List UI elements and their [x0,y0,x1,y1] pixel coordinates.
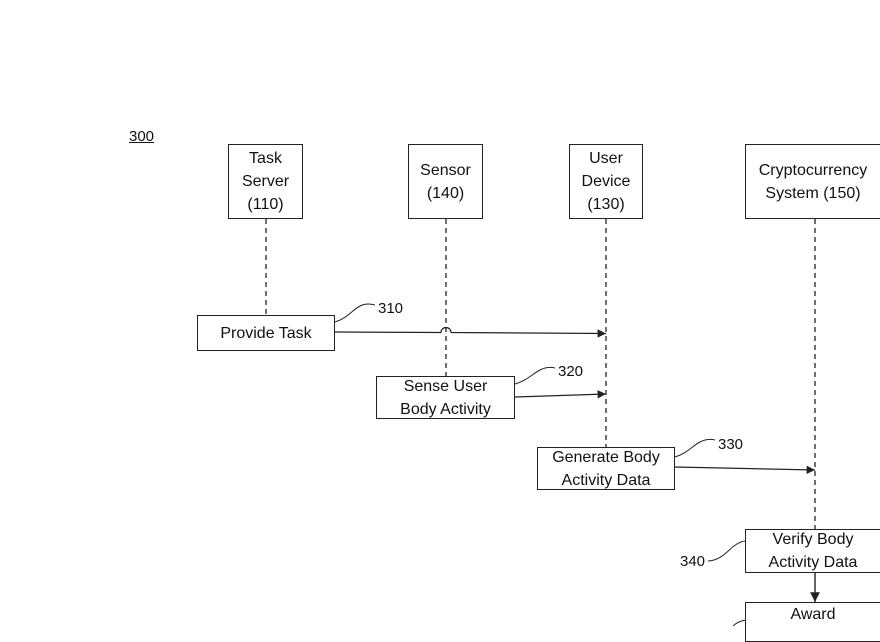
entity-label: (130) [587,196,625,213]
step-label: Sense User [403,377,488,395]
ref-330: 330 [718,436,744,453]
entity-sensor: Sensor (140) [408,144,483,219]
ref-340: 340 [680,553,706,570]
entity-label: Server [241,173,290,190]
leader-330 [674,438,716,458]
step-provide-task: Provide Task [197,315,335,351]
step-label: Verify Body [772,531,854,548]
step-label: Activity Data [561,471,651,489]
step-label: Activity Data [768,554,858,571]
leader-320 [514,366,556,385]
step-award: Award [745,602,880,642]
entity-label: Task [249,150,282,167]
figure-number-label: 300 [129,128,155,145]
leader-award [732,619,747,626]
sequence-diagram-connectors [265,219,820,626]
step-label: Body Activity [400,400,491,418]
entity-task-server: Task Server (110) [228,144,303,219]
step-label: Provide Task [220,324,312,342]
leader-340 [707,540,747,562]
entity-label: (140) [426,184,465,202]
step-verify-body-activity-data: Verify Body Activity Data [745,529,880,573]
step-label: Award [790,606,836,623]
ref-310: 310 [378,300,404,317]
entity-label: User [589,150,623,167]
entity-user-device: User Device (130) [569,144,643,219]
leader-310 [334,303,376,323]
step-label: Generate Body [552,448,660,466]
entity-label: System (150) [765,184,861,202]
entity-label: Device [581,173,631,190]
step-generate-body-activity-data: Generate Body Activity Data [537,447,675,490]
ref-320: 320 [558,363,584,380]
entity-label: Cryptocurrency [758,161,868,179]
entity-label: (110) [247,196,284,213]
step-sense-user-body-activity: Sense User Body Activity [376,376,515,419]
entity-label: Sensor [420,161,471,179]
entity-cryptocurrency-system: Cryptocurrency System (150) [745,144,880,219]
arrow-activity-data-to-crypto-system [674,465,816,475]
arrow-provide-task-to-user-device [334,326,607,338]
arrow-sense-activity-to-user-device [514,390,607,399]
